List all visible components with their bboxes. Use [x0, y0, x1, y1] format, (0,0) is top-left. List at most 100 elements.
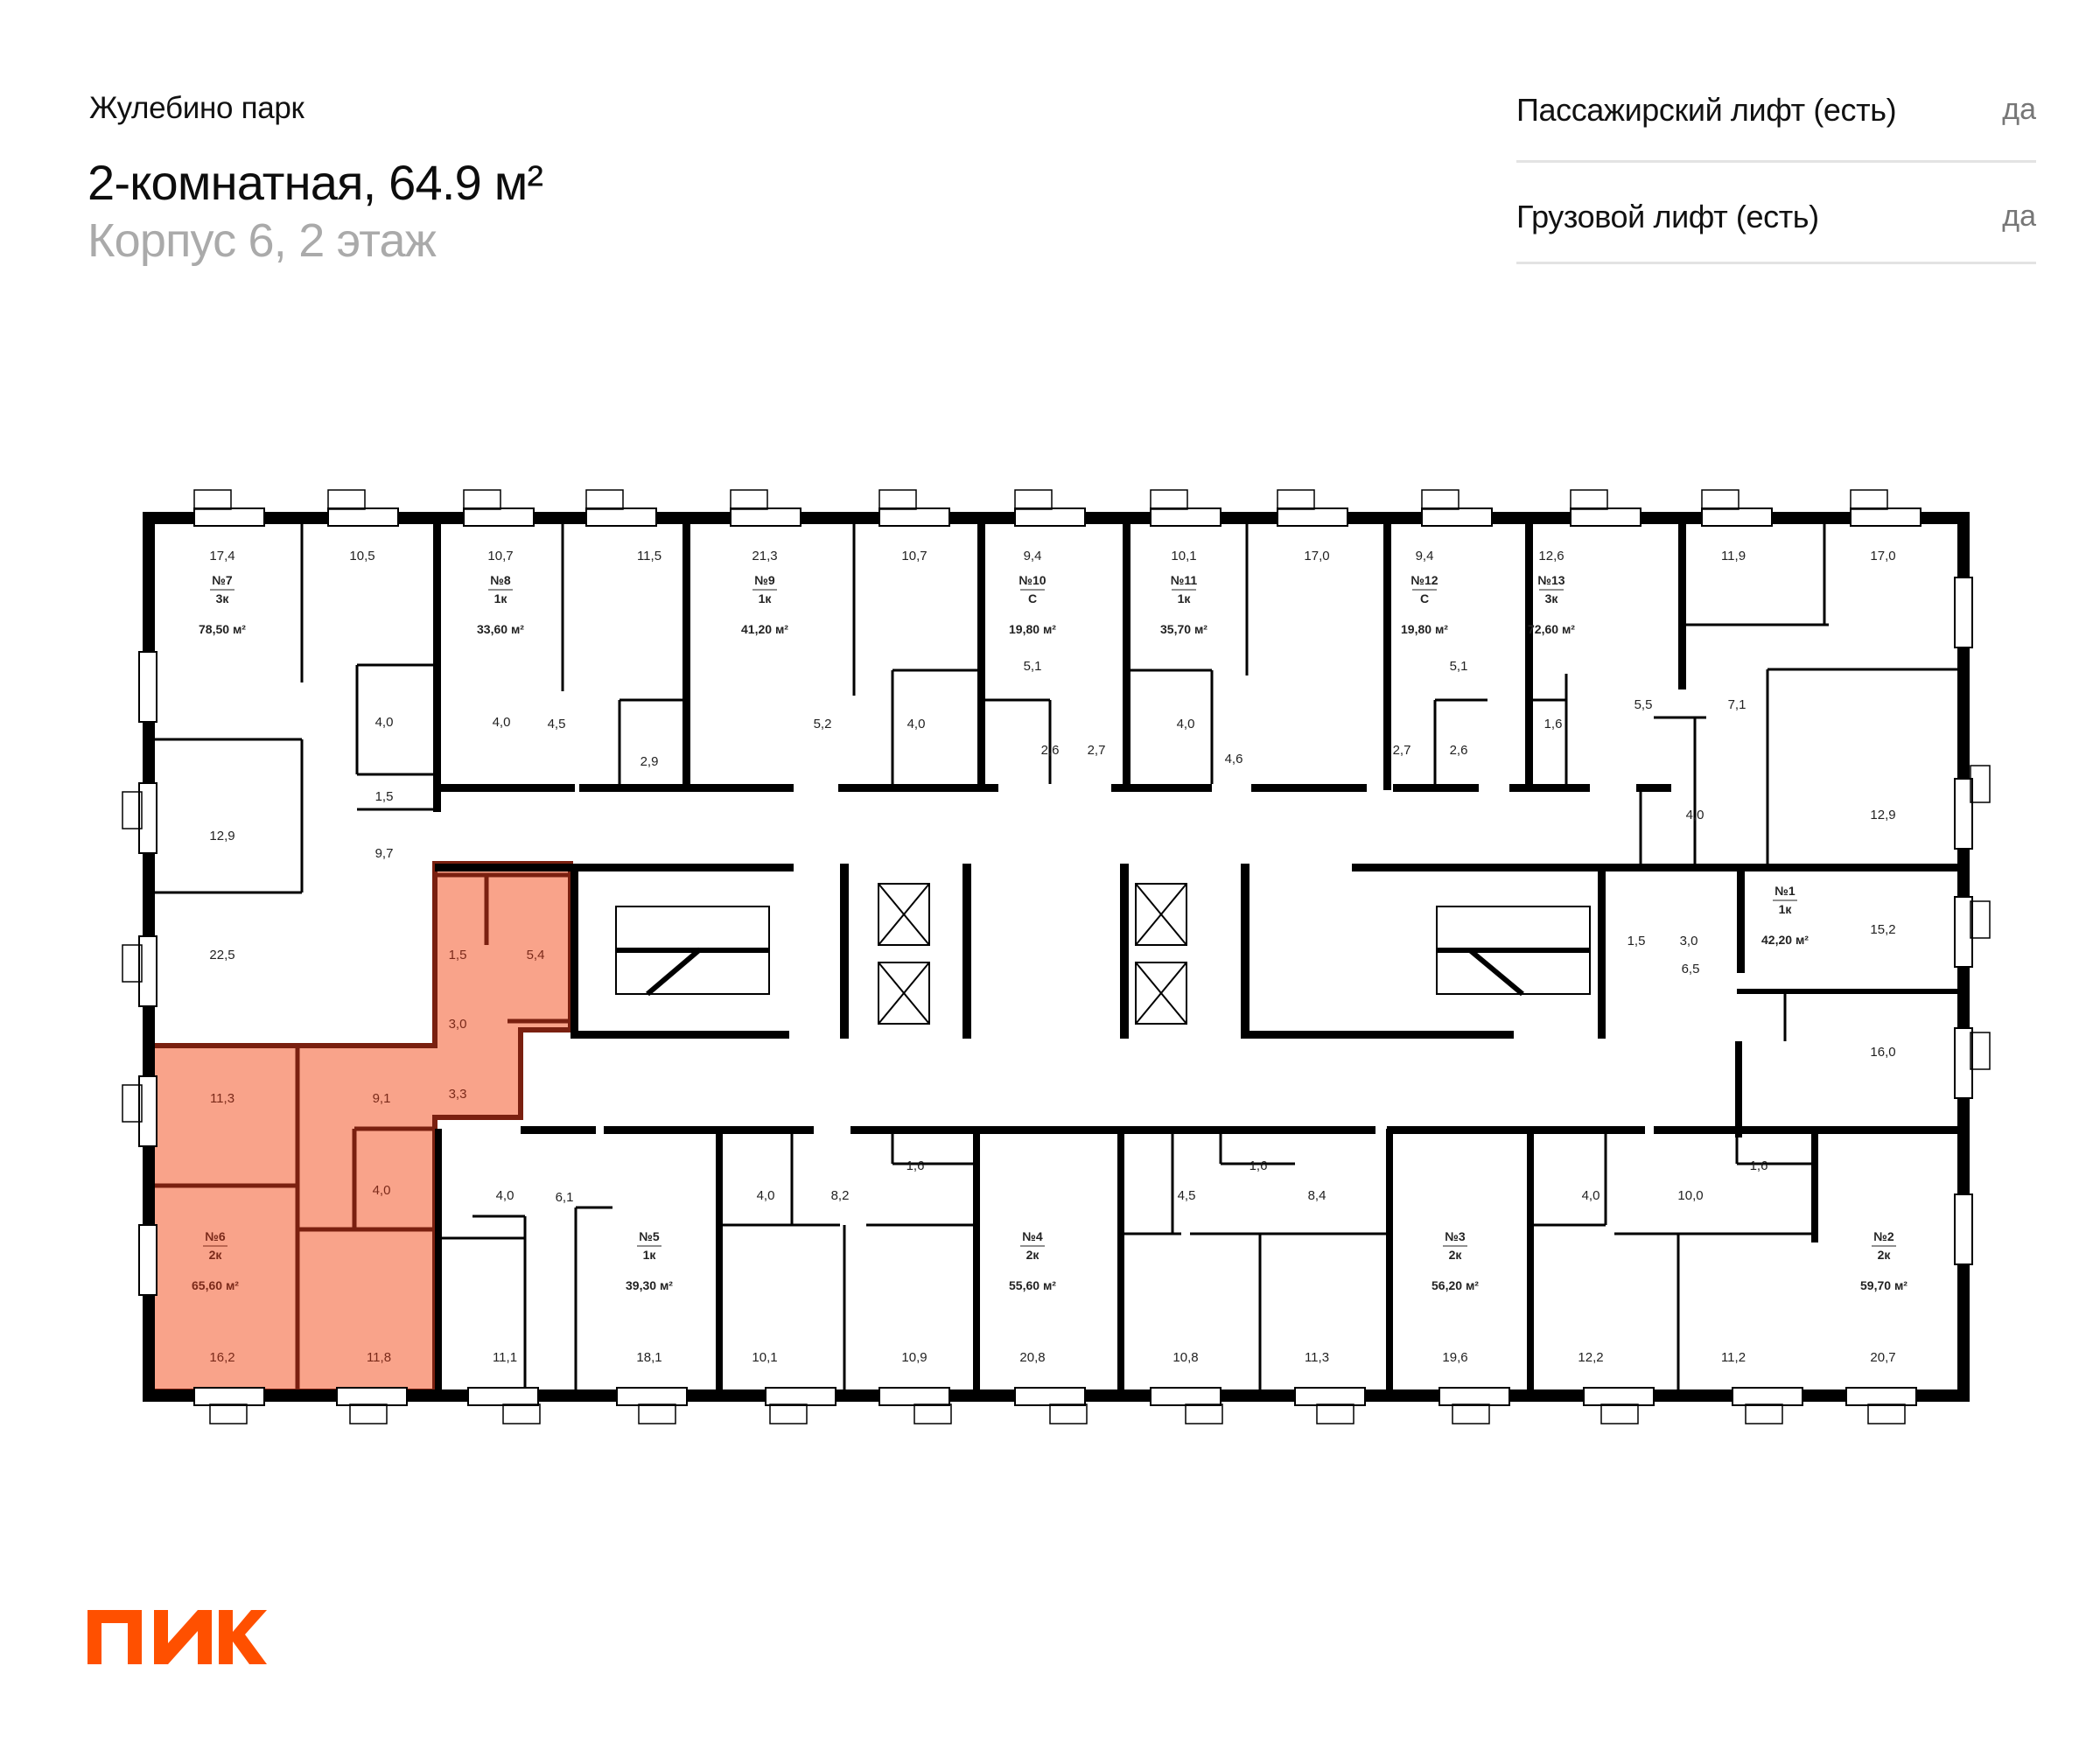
apartment-type: С	[1420, 592, 1429, 606]
room-area: 2,6	[1041, 743, 1060, 758]
room-area: 12,6	[1538, 549, 1564, 564]
room-area: 11,9	[1721, 549, 1746, 564]
apartment-number: №11	[1171, 573, 1198, 587]
apartment-number: №10	[1018, 573, 1046, 587]
room-area: 6,5	[1682, 962, 1700, 976]
room-area: 9,7	[375, 846, 394, 861]
room-area: 17,0	[1304, 549, 1329, 564]
room-area: 20,7	[1870, 1350, 1895, 1365]
room-area: 5,5	[1634, 697, 1653, 712]
room-area: 18,1	[636, 1350, 662, 1365]
room-area: 10,1	[752, 1350, 777, 1365]
apartment-type: 3к	[1545, 592, 1559, 606]
apartment-area: 55,60 м²	[1009, 1278, 1056, 1292]
room-area: 2,6	[1450, 743, 1468, 758]
apartment-type: 1к	[643, 1248, 657, 1262]
apartment-area: 65,60 м²	[192, 1278, 239, 1292]
room-area: 1,6	[1750, 1158, 1768, 1173]
thin-partitions	[155, 523, 1957, 1391]
room-area: 4,0	[757, 1188, 775, 1203]
room-area: 6,1	[556, 1190, 574, 1205]
spec-value: да	[2002, 200, 2036, 233]
highlighted-apartment[interactable]	[146, 861, 573, 1394]
room-area: 22,5	[209, 948, 234, 962]
room-area: 4,0	[496, 1188, 514, 1203]
spec-freight-lift: Грузовой лифт (есть) да	[1516, 163, 2036, 264]
apartment-area: 56,20 м²	[1432, 1278, 1479, 1292]
apartment-number: №5	[639, 1229, 660, 1243]
room-area: 4,0	[373, 1183, 391, 1198]
apartment-area: 35,70 м²	[1160, 622, 1208, 636]
room-area: 11,1	[493, 1350, 517, 1365]
apartment-type: 1к	[1779, 902, 1793, 916]
room-area: 11,8	[367, 1350, 391, 1365]
apartment-type: 1к	[1178, 592, 1192, 606]
room-area: 2,7	[1088, 743, 1106, 758]
room-area: 17,0	[1870, 549, 1895, 564]
apartment-number: №8	[490, 573, 511, 587]
room-area: 20,8	[1019, 1350, 1045, 1365]
apartment-number: №9	[754, 573, 775, 587]
room-area: 5,1	[1024, 659, 1042, 674]
spec-label: Пассажирский лифт (есть)	[1516, 91, 1897, 128]
room-area: 2,7	[1393, 743, 1411, 758]
room-area: 11,3	[210, 1091, 234, 1106]
apartment-area: 41,20 м²	[741, 622, 788, 636]
apartment-number: №12	[1410, 573, 1438, 587]
room-area: 15,2	[1870, 922, 1895, 937]
room-area: 10,9	[901, 1350, 927, 1365]
room-area: 4,0	[1582, 1188, 1600, 1203]
apartment-area: 19,80 м²	[1009, 622, 1056, 636]
room-area: 3,0	[449, 1017, 467, 1032]
apartment-type: 1к	[494, 592, 508, 606]
apartment-type: 2к	[1026, 1248, 1040, 1262]
apartment-area: 59,70 м²	[1860, 1278, 1908, 1292]
room-area: 19,6	[1442, 1350, 1467, 1365]
apartment-number: №7	[212, 573, 233, 587]
room-area: 1,6	[1544, 717, 1563, 732]
room-area: 5,4	[527, 948, 545, 962]
room-area: 1,5	[449, 948, 467, 962]
room-area: 8,2	[831, 1188, 850, 1203]
apartment-type: 2к	[209, 1248, 223, 1262]
room-area: 3,0	[1680, 934, 1698, 948]
room-area: 4,0	[907, 717, 926, 732]
apartment-area: 33,60 м²	[477, 622, 524, 636]
apartment-type: 1к	[759, 592, 773, 606]
room-area: 11,3	[1305, 1350, 1329, 1365]
stairwell-left	[615, 906, 770, 997]
pik-logo	[88, 1610, 267, 1664]
specs-list: Пассажирский лифт (есть) да Грузовой лиф…	[1516, 86, 2036, 264]
interior-walls	[433, 523, 1960, 1391]
room-area: 10,1	[1171, 549, 1196, 564]
apartment-number: №6	[205, 1229, 226, 1243]
apartment-area: 72,60 м²	[1528, 622, 1575, 636]
room-area: 12,2	[1578, 1350, 1603, 1365]
room-area: 9,4	[1024, 549, 1042, 564]
stairwell-right	[1436, 906, 1591, 997]
spec-value: да	[2002, 93, 2036, 126]
room-area: 11,2	[1721, 1350, 1746, 1365]
room-area: 1,6	[1250, 1158, 1268, 1173]
room-area: 5,1	[1450, 659, 1468, 674]
room-area: 12,9	[209, 829, 234, 844]
elevators	[878, 883, 1187, 1025]
room-area: 9,1	[373, 1091, 391, 1106]
room-area: 3,3	[449, 1087, 467, 1102]
room-area: 10,5	[349, 549, 374, 564]
apartment-type: 2к	[1449, 1248, 1463, 1262]
apartment-type: С	[1028, 592, 1037, 606]
room-area: 10,7	[487, 549, 513, 564]
room-area: 4,0	[375, 715, 394, 730]
room-area: 9,4	[1416, 549, 1434, 564]
room-area: 2,9	[640, 754, 659, 769]
room-area: 7,1	[1728, 697, 1746, 712]
apartment-type: 3к	[216, 592, 230, 606]
room-area: 1,5	[1628, 934, 1646, 948]
room-area: 12,9	[1870, 808, 1895, 822]
apartment-type: 2к	[1878, 1248, 1892, 1262]
